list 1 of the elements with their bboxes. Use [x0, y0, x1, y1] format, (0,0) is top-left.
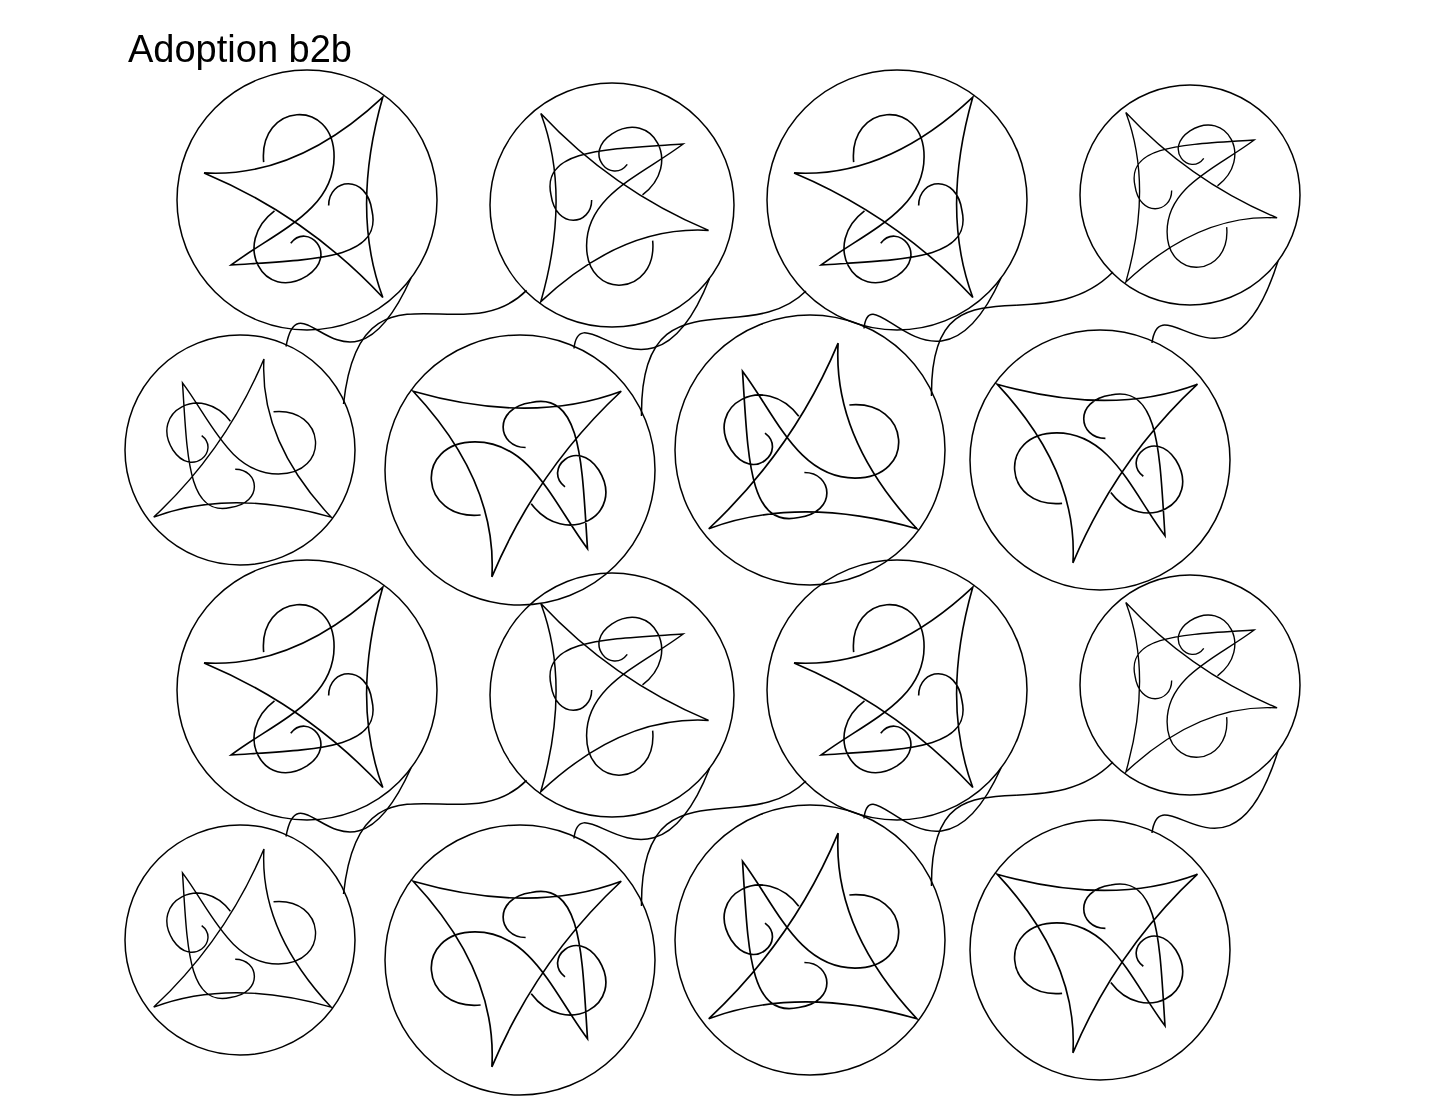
pattern-title: Adoption b2b: [128, 28, 352, 71]
